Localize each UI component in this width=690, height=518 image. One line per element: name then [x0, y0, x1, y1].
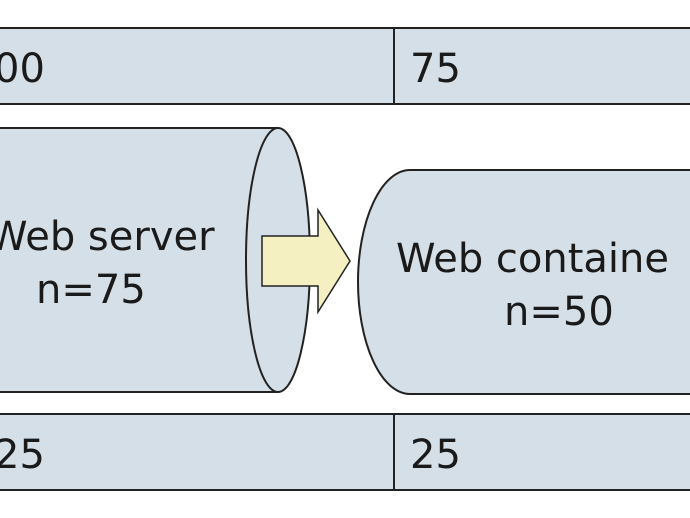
web-server-title: Web server — [0, 214, 215, 260]
bottom-row-right-cell — [393, 413, 690, 491]
bottom-row-left-cell — [0, 413, 395, 491]
web-container-outline — [357, 169, 690, 395]
flow-arrow — [261, 207, 351, 315]
bottom-row: 25 25 — [0, 413, 690, 491]
bottom-row-right-value: 25 — [410, 432, 461, 478]
web-server-cylinder: Web server n=75 — [0, 127, 311, 393]
bottom-row-left-value: 25 — [0, 432, 45, 478]
top-row: 00 75 — [0, 27, 690, 105]
web-container-body — [358, 170, 690, 394]
web-server-body — [0, 128, 278, 392]
web-server-count: n=75 — [36, 267, 146, 313]
top-row-left-value: 00 — [0, 46, 45, 92]
top-row-left-cell — [0, 27, 395, 105]
top-row-right-value: 75 — [410, 46, 461, 92]
top-row-right-cell — [393, 27, 690, 105]
web-container-cylinder: Web containe n=50 — [357, 169, 690, 395]
web-container-count: n=50 — [504, 289, 614, 335]
web-container-title: Web containe — [396, 236, 669, 282]
